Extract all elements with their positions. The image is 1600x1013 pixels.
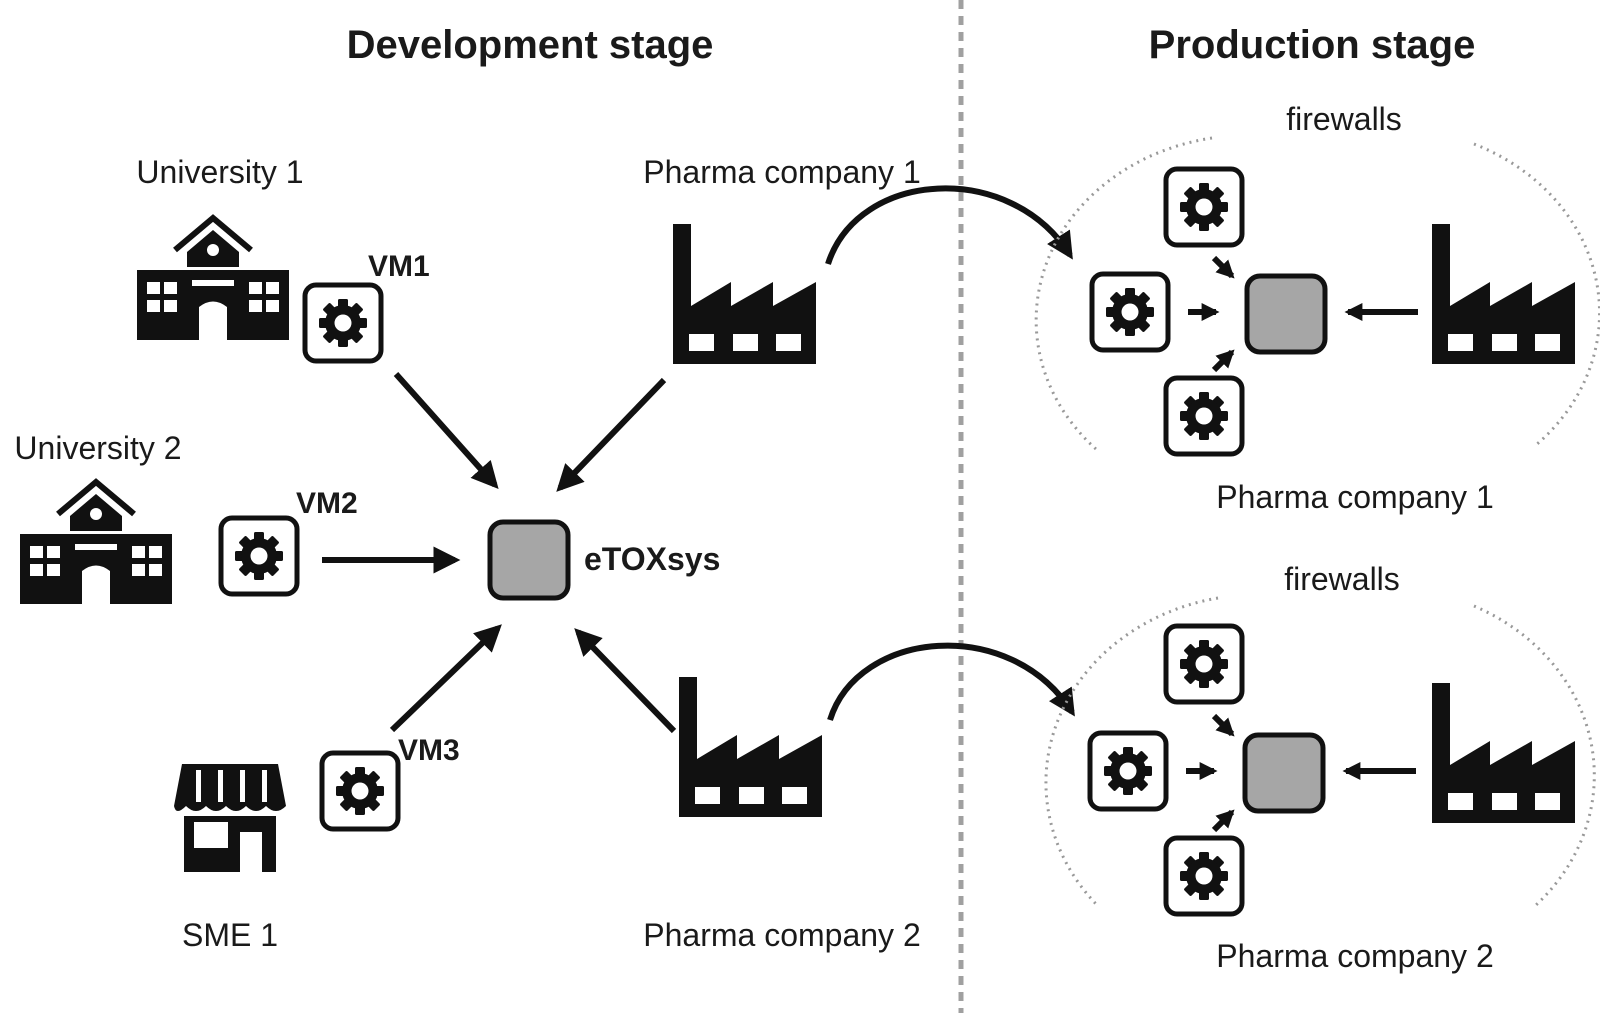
arrow-pharma2-to-hub bbox=[574, 628, 677, 734]
arrow-gear-to-box bbox=[1211, 349, 1235, 373]
arrow-pharma1-to-hub bbox=[556, 377, 667, 492]
gear-icon bbox=[305, 285, 381, 361]
pharma-company-2-label: Pharma company 2 bbox=[643, 917, 920, 953]
vm2-label: VM2 bbox=[296, 487, 358, 520]
arrow-vm1-to-hub bbox=[393, 372, 499, 490]
pharma-company-2-label: Pharma company 2 bbox=[1216, 938, 1493, 974]
gear-icon bbox=[1166, 378, 1242, 454]
school-icon bbox=[20, 482, 172, 604]
pharma-company-1-label: Pharma company 1 bbox=[1216, 479, 1493, 515]
firewall-ring bbox=[1473, 604, 1596, 907]
deploy-arrow-pharma-2 bbox=[827, 642, 1075, 721]
production-site-2: firewalls Pharma company 2 bbox=[1044, 561, 1596, 974]
arrow-vm3-to-hub bbox=[389, 624, 502, 733]
development-stage-heading: Development stage bbox=[347, 23, 714, 67]
school-icon bbox=[137, 218, 289, 340]
factory-icon bbox=[1432, 683, 1575, 823]
deploy-arrow-pharma-1 bbox=[825, 185, 1073, 265]
firewalls-label: firewalls bbox=[1284, 561, 1400, 597]
firewall-ring bbox=[1044, 596, 1219, 907]
dev-connector-arrows bbox=[322, 185, 1075, 734]
server-box-icon bbox=[1244, 273, 1328, 355]
arrow-gear-to-box bbox=[1211, 809, 1235, 833]
firewall-ring bbox=[1034, 136, 1213, 452]
arrow-gear-to-box bbox=[1211, 255, 1235, 279]
arrow-gear-to-box bbox=[1211, 713, 1235, 737]
gear-icon bbox=[1166, 838, 1242, 914]
pharma-company-1-label: Pharma company 1 bbox=[643, 154, 920, 190]
gear-icon bbox=[221, 518, 297, 594]
firewall-ring bbox=[1473, 142, 1600, 447]
factory-icon bbox=[673, 224, 816, 364]
server-box-icon bbox=[487, 519, 571, 601]
university-1-label: University 1 bbox=[136, 154, 303, 190]
vm1-label: VM1 bbox=[368, 250, 430, 283]
gear-icon bbox=[1092, 274, 1168, 350]
sme-1-label: SME 1 bbox=[182, 917, 278, 953]
vm3-label: VM3 bbox=[398, 734, 460, 767]
gear-icon bbox=[1090, 733, 1166, 809]
shop-icon bbox=[174, 764, 286, 872]
gear-icon bbox=[1166, 169, 1242, 245]
production-stage-heading: Production stage bbox=[1149, 23, 1476, 67]
factory-icon bbox=[1432, 224, 1575, 364]
production-site-1: firewalls Pharma company 1 bbox=[1034, 101, 1600, 515]
factory-icon bbox=[679, 677, 822, 817]
server-box-icon bbox=[1242, 732, 1326, 814]
gear-icon bbox=[1166, 626, 1242, 702]
firewalls-label: firewalls bbox=[1286, 101, 1402, 137]
university-2-label: University 2 bbox=[14, 430, 181, 466]
etoxsys-label: eTOXsys bbox=[584, 541, 720, 577]
gear-icon bbox=[322, 753, 398, 829]
